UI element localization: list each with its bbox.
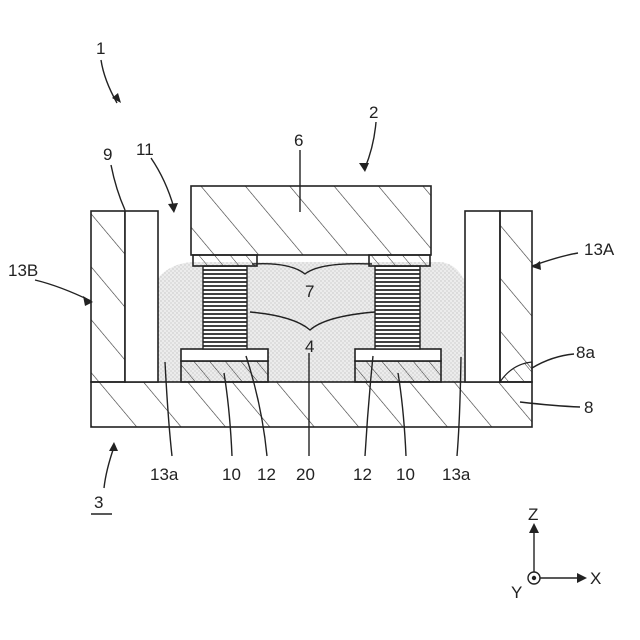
label-4: 4: [305, 337, 314, 356]
label-13B: 13B: [8, 261, 38, 280]
z-axis-label: Z: [528, 505, 538, 524]
y-axis-label: Y: [511, 583, 522, 602]
y-axis-dot: [532, 576, 536, 580]
label-10-right: 10: [396, 465, 415, 484]
label-7: 7: [305, 282, 314, 301]
x-axis-label: X: [590, 569, 601, 588]
land-left: [181, 349, 268, 361]
right-frame-inner: [465, 211, 500, 382]
arrowhead-2: [359, 163, 369, 172]
arrowhead-11: [168, 203, 178, 213]
label-12-right: 12: [353, 465, 372, 484]
label-13A: 13A: [584, 240, 615, 259]
label-12-left: 12: [257, 465, 276, 484]
chip-pad-right: [369, 255, 430, 266]
chip-pad-left: [193, 255, 257, 266]
leader-8a: [532, 354, 574, 368]
leader-13B: [35, 280, 91, 301]
z-axis-arrowhead: [529, 523, 539, 533]
label-10-left: 10: [222, 465, 241, 484]
leader-3: [104, 447, 114, 488]
bump-right: [375, 266, 420, 349]
leader-11: [151, 158, 174, 208]
right-frame-outer: [500, 211, 532, 382]
label-6: 6: [294, 131, 303, 150]
chip-body: [191, 186, 431, 255]
x-axis-arrowhead: [577, 573, 587, 583]
axes-indicator: Z X Y: [511, 505, 601, 602]
label-1: 1: [96, 39, 105, 58]
label-8a: 8a: [576, 343, 595, 362]
left-frame-inner: [125, 211, 158, 382]
leader-9: [111, 165, 125, 210]
label-9: 9: [103, 145, 112, 164]
land-right: [355, 349, 441, 361]
arrowhead-3: [109, 442, 118, 451]
label-13a-right: 13a: [442, 465, 471, 484]
label-13a-left: 13a: [150, 465, 179, 484]
label-8: 8: [584, 398, 593, 417]
substrate: [91, 382, 532, 427]
leader-2: [365, 122, 376, 168]
left-frame-outer: [91, 211, 125, 382]
electrode-right: [355, 361, 441, 382]
label-2: 2: [369, 103, 378, 122]
label-11: 11: [136, 140, 154, 159]
bump-left: [203, 266, 247, 349]
label-3: 3: [94, 493, 103, 512]
label-20: 20: [296, 465, 315, 484]
